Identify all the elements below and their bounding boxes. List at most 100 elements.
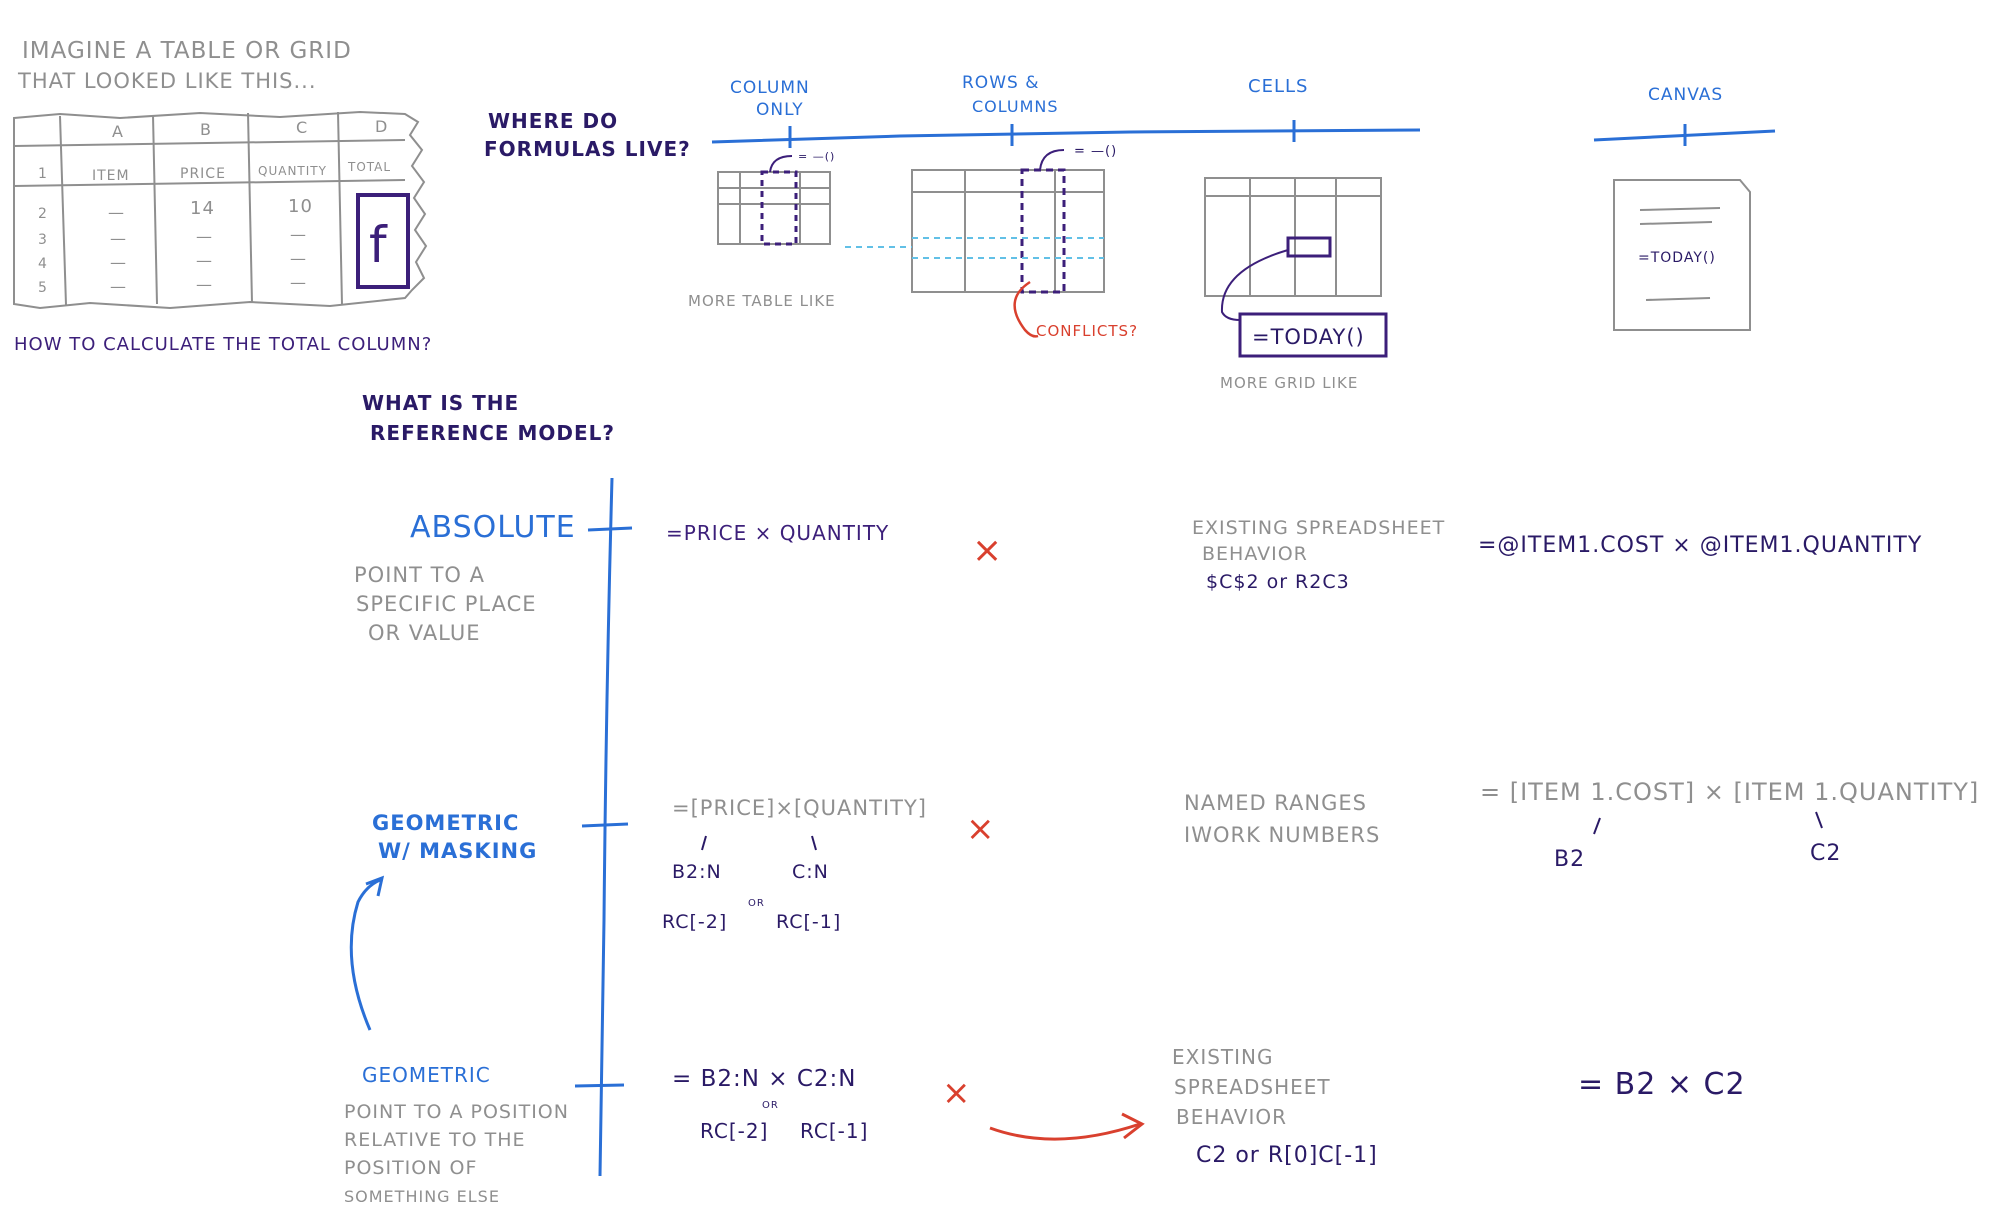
column-formula-selection xyxy=(760,170,798,246)
grid-col-c: C xyxy=(296,118,308,137)
grid-dash: — xyxy=(290,249,307,268)
masking-sub-2: C:N xyxy=(792,861,829,883)
more-grid-like-label: MORE GRID LIKE xyxy=(1220,374,1358,392)
absolute-note-2: BEHAVIOR xyxy=(1202,543,1308,565)
reference-question-line-1: WHAT IS THE xyxy=(362,391,519,415)
formula-pointer xyxy=(1220,249,1289,321)
axis-label-column-only-2: ONLY xyxy=(756,100,804,120)
masking-example-sub-2: C2 xyxy=(1810,841,1841,866)
column-formula-selection xyxy=(1020,168,1066,294)
today-formula-box xyxy=(1238,312,1388,358)
small-formula-label: = —() xyxy=(1074,144,1117,159)
geometric-note-1: EXISTING xyxy=(1172,1045,1274,1069)
geometric-to-existing-arrow xyxy=(989,1112,1145,1141)
absolute-formula: =PRICE × QUANTITY xyxy=(666,521,889,545)
grid-dash: — xyxy=(290,225,307,244)
grid-row-2: 2 xyxy=(38,206,48,222)
row-formula-selection xyxy=(845,237,1104,259)
column-only-table xyxy=(717,171,831,245)
axis-label-rows-columns-1: ROWS & xyxy=(962,73,1039,93)
grid-dash: — xyxy=(196,227,213,246)
grid-dash: — xyxy=(110,277,127,296)
more-table-like-label: MORE TABLE LIKE xyxy=(688,292,836,310)
grid-dash: — xyxy=(196,251,213,270)
grid-header-item: ITEM xyxy=(92,168,130,184)
masking-formula: =[PRICE]×[QUANTITY] xyxy=(672,796,927,820)
geometric-desc-2: RELATIVE TO THE xyxy=(344,1129,526,1151)
geometric-note-2: SPREADSHEET xyxy=(1174,1075,1331,1099)
geometric-sub-1: RC[-2] xyxy=(700,1119,768,1143)
canvas-formula: =TODAY() xyxy=(1638,250,1716,266)
formula-location-axis xyxy=(711,120,1776,148)
absolute-label: ABSOLUTE xyxy=(410,510,576,545)
grid-col-b: B xyxy=(200,120,212,139)
grid-row-1: 1 xyxy=(38,166,48,182)
geometric-example: = B2 × C2 xyxy=(1578,1067,1746,1102)
reference-question-line-2: REFERENCE MODEL? xyxy=(370,421,615,445)
sketched-grid xyxy=(13,110,428,310)
grid-row-5: 5 xyxy=(38,280,48,296)
geometric-reject-mark: × xyxy=(942,1073,972,1113)
grid-cell-b2: 14 xyxy=(190,198,215,219)
today-formula: =TODAY() xyxy=(1252,325,1365,349)
masking-label-2: W/ MASKING xyxy=(378,839,537,863)
geometric-desc-3: POSITION OF xyxy=(344,1157,477,1179)
axis-label-canvas: CANVAS xyxy=(1648,85,1723,105)
grid-cell-c2: 10 xyxy=(288,196,313,217)
masking-sub-4: RC[-1] xyxy=(776,911,841,933)
refinement-arrow xyxy=(349,875,385,1031)
axis-label-rows-columns-2: COLUMNS xyxy=(972,97,1059,116)
masking-note-1: NAMED RANGES xyxy=(1184,791,1367,815)
absolute-example: =@ITEM1.COST × @ITEM1.QUANTITY xyxy=(1478,533,1922,558)
masking-note-2: IWORK NUMBERS xyxy=(1184,823,1380,847)
small-formula-label: = —() xyxy=(798,150,835,163)
absolute-reject-mark: × xyxy=(972,530,1003,571)
absolute-note-3: $C$2 or R2C3 xyxy=(1206,571,1350,593)
grid-dash: — xyxy=(290,273,307,292)
geometric-formula: = B2:N × C2:N xyxy=(672,1066,857,1092)
masking-pointers xyxy=(701,835,817,851)
geometric-note-3: BEHAVIOR xyxy=(1176,1105,1287,1129)
geometric-sub-2: RC[-1] xyxy=(800,1119,868,1143)
masking-example-sub-1: B2 xyxy=(1554,847,1585,872)
canvas-page xyxy=(1613,179,1751,331)
geometric-or: OR xyxy=(762,1100,779,1111)
conflict-arrow xyxy=(1013,280,1039,338)
formula-cell-box xyxy=(356,193,410,289)
grid-dash: — xyxy=(110,229,127,248)
geometric-desc-4: SOMETHING ELSE xyxy=(344,1187,500,1206)
grid-dash: — xyxy=(196,275,213,294)
grid-header-price: PRICE xyxy=(180,166,226,182)
axis-label-cells: CELLS xyxy=(1248,76,1308,97)
formula-pointer xyxy=(769,155,793,173)
grid-header-total: TOTAL xyxy=(347,160,391,174)
masking-or: OR xyxy=(748,898,765,909)
masking-example-pointers xyxy=(1593,811,1823,835)
grid-col-d: D xyxy=(375,117,388,136)
masking-label-1: GEOMETRIC xyxy=(372,811,519,835)
where-question-line-2: FORMULAS LIVE? xyxy=(484,137,691,161)
cell-formula-selection xyxy=(1286,236,1332,258)
masking-sub-1: B2:N xyxy=(672,861,722,883)
masking-sub-3: RC[-2] xyxy=(662,911,727,933)
grid-row-3: 3 xyxy=(38,232,48,248)
formula-pointer xyxy=(1039,149,1065,171)
geometric-note-4: C2 or R[0]C[-1] xyxy=(1196,1143,1378,1168)
intro-line-1: IMAGINE A TABLE OR GRID xyxy=(22,38,352,64)
conflicts-label: CONFLICTS? xyxy=(1036,322,1138,340)
absolute-note-1: EXISTING SPREADSHEET xyxy=(1192,517,1445,539)
masking-reject-mark: × xyxy=(966,809,996,849)
masking-example: = [ITEM 1.COST] × [ITEM 1.QUANTITY] xyxy=(1480,778,1979,806)
intro-line-2: THAT LOOKED LIKE THIS... xyxy=(17,69,317,93)
grid-header-quantity: QUANTITY xyxy=(258,164,327,178)
rows-columns-table xyxy=(911,169,1105,293)
reference-model-axis xyxy=(574,477,633,1177)
absolute-desc-3: OR VALUE xyxy=(368,621,480,645)
where-question-line-1: WHERE DO xyxy=(488,109,618,133)
formula-symbol: f xyxy=(369,216,388,274)
grid-dash: — xyxy=(110,253,127,272)
intro-caption: HOW TO CALCULATE THE TOTAL COLUMN? xyxy=(14,334,432,355)
geometric-label: GEOMETRIC xyxy=(362,1063,491,1087)
geometric-desc-1: POINT TO A POSITION xyxy=(344,1101,569,1123)
